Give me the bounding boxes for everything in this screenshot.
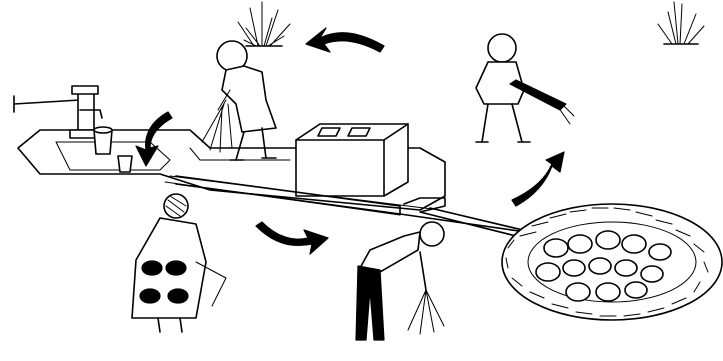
arrow-bottom <box>256 222 328 254</box>
arrow-right-up <box>512 152 564 206</box>
cup <box>118 156 132 172</box>
woman-patterned-dress <box>132 194 226 332</box>
child-with-broom <box>476 34 574 142</box>
arrow-top <box>306 28 384 52</box>
man-bending-broom <box>356 222 444 340</box>
grass-tuft-right <box>658 2 704 44</box>
bucket <box>94 127 112 154</box>
concrete-block <box>296 124 408 196</box>
stone-circle <box>502 204 722 320</box>
grass-tuft-left <box>238 2 290 46</box>
person-sweeping <box>202 41 276 160</box>
